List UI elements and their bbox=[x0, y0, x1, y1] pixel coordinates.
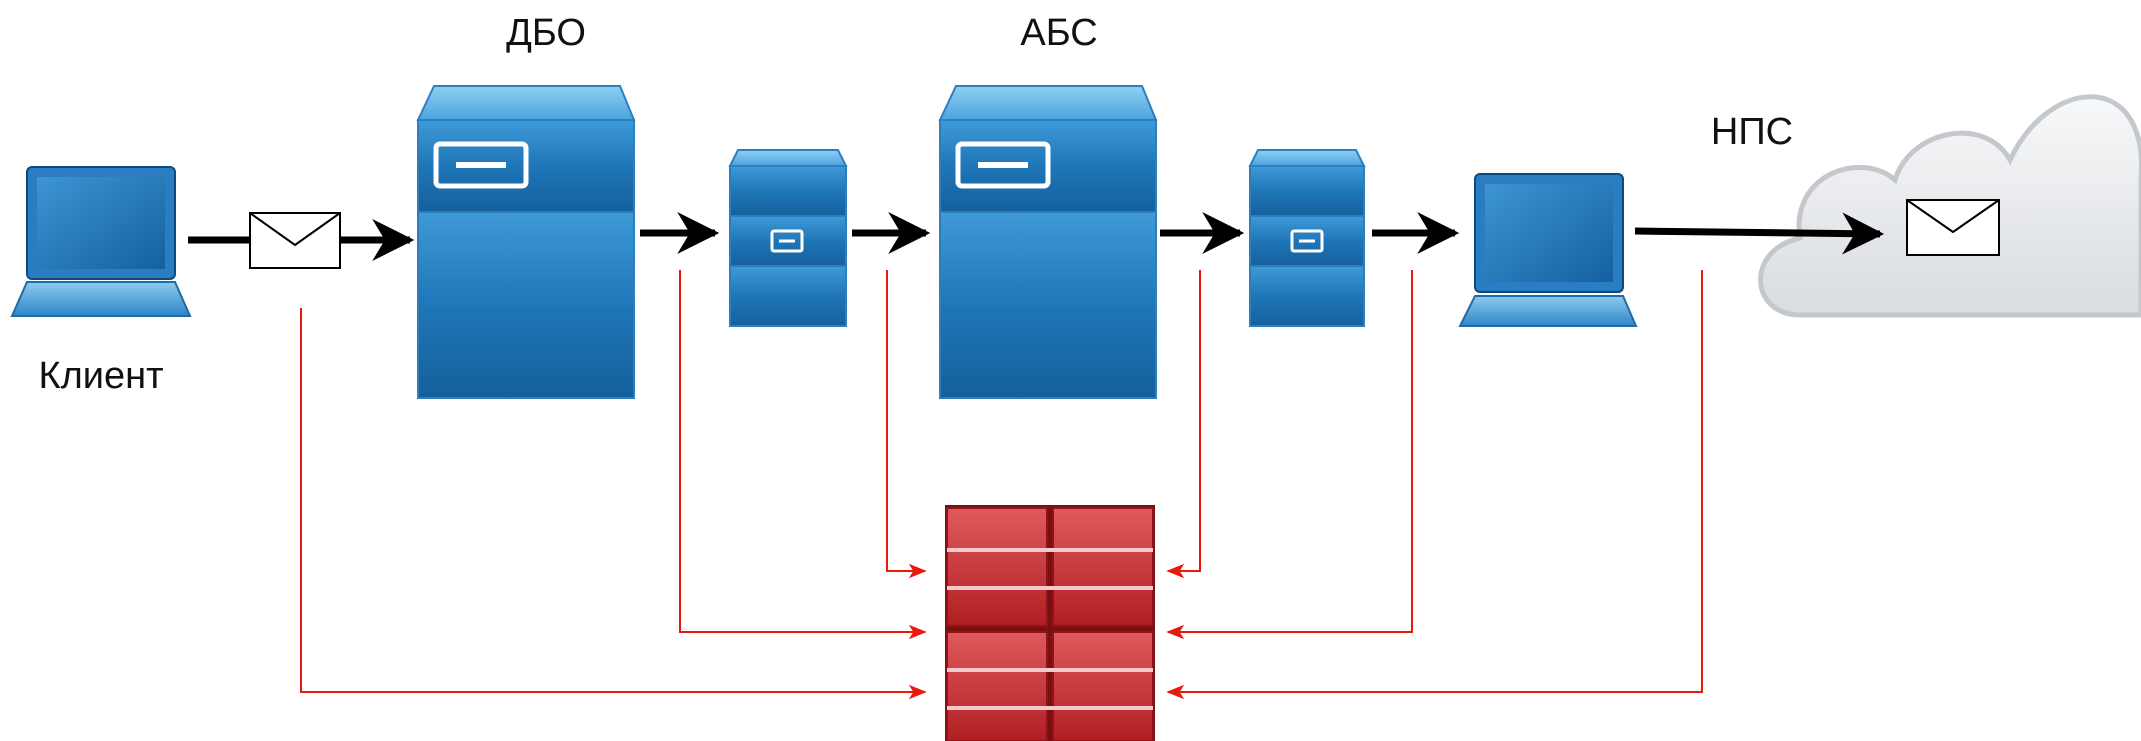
laptop-icon bbox=[1458, 173, 1638, 327]
laptop-icon bbox=[10, 166, 192, 317]
abs-label: АБС bbox=[1020, 12, 1097, 54]
nps-label: НПС bbox=[1711, 111, 1793, 153]
flow-arrow-workstation-nps bbox=[1634, 212, 1885, 255]
monitor-line-client-message bbox=[300, 308, 927, 700]
file-server-icon bbox=[728, 149, 848, 327]
client-label: Клиент bbox=[38, 355, 163, 397]
envelope-icon bbox=[1906, 199, 2000, 256]
monitoring-lines bbox=[300, 270, 1703, 700]
server-tower-icon bbox=[416, 85, 636, 399]
monitor-line-gateway-2-output bbox=[1166, 270, 1413, 640]
monitor-line-nps bbox=[1166, 270, 1703, 700]
monitor-line-gateway-1-output bbox=[886, 270, 927, 579]
file-server-icon bbox=[1248, 149, 1366, 327]
firewall-icon bbox=[945, 505, 1155, 741]
server-tower-icon bbox=[938, 85, 1158, 399]
envelope-icon bbox=[249, 212, 341, 269]
monitor-line-abs-output bbox=[1166, 270, 1201, 579]
dbo-label: ДБО bbox=[506, 12, 586, 54]
monitor-line-dbo-output bbox=[679, 270, 927, 640]
